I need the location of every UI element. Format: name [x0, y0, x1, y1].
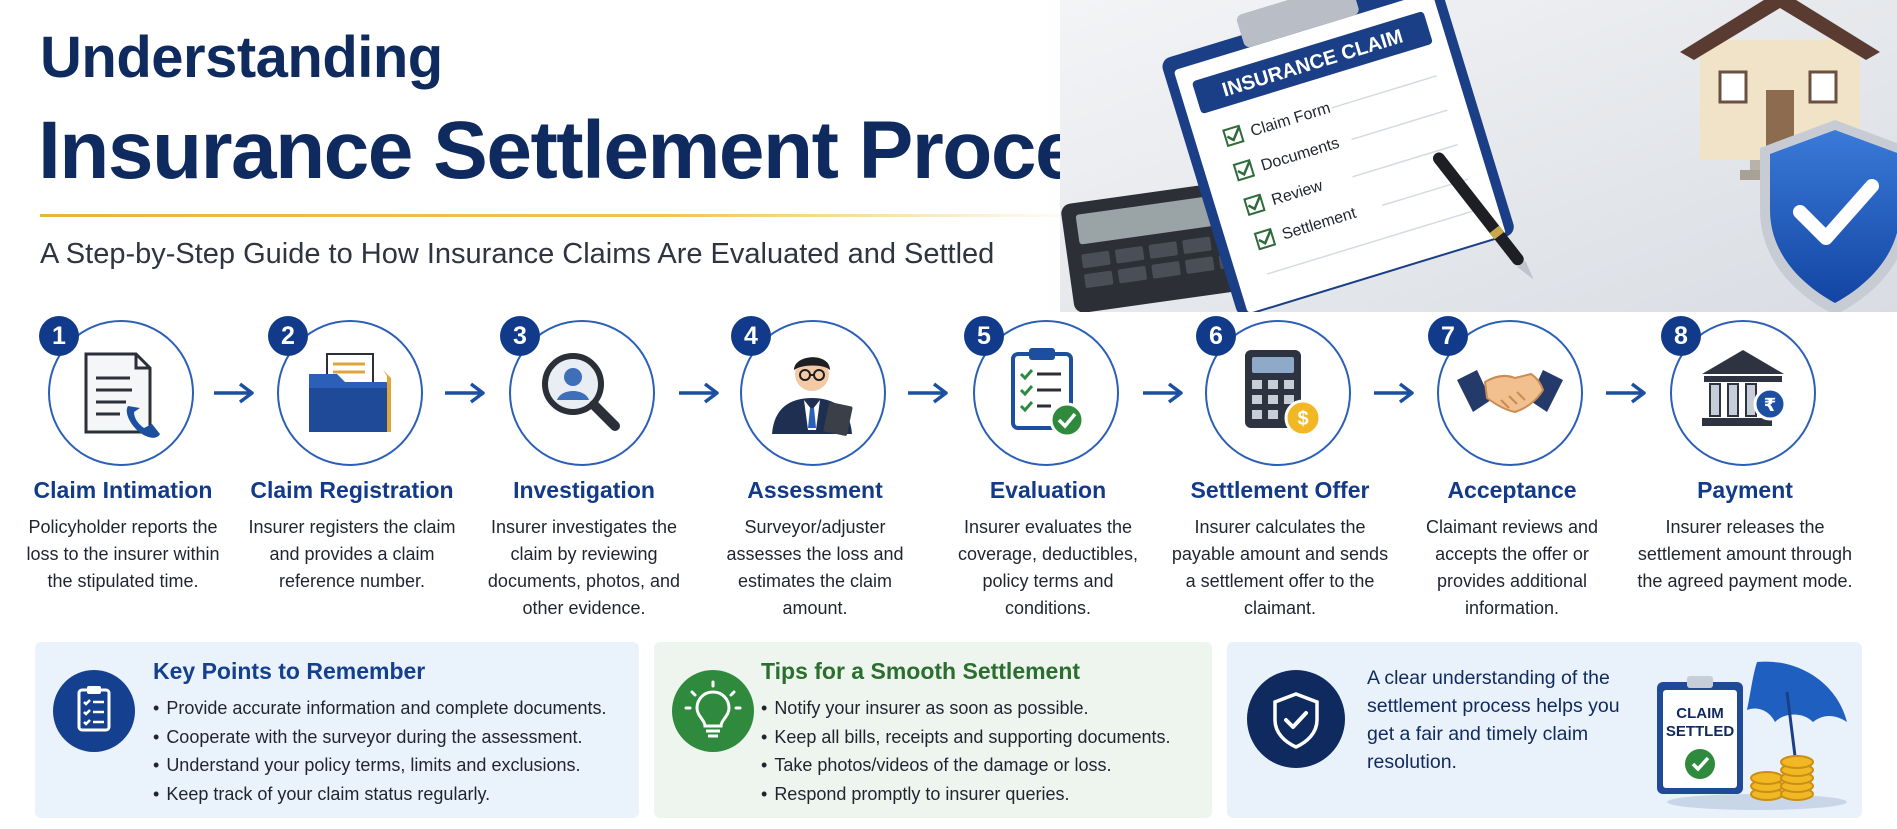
bank-rupee-icon: ₹	[1702, 350, 1787, 426]
step-label: Claim Registration	[250, 477, 454, 503]
list-item: Understand your policy terms, limits and…	[153, 751, 607, 780]
step-number: 6	[1196, 316, 1236, 356]
step-number: 5	[964, 316, 1004, 356]
stamp-line2: SETTLED	[1666, 723, 1735, 740]
step-label: Acceptance	[1447, 477, 1577, 503]
key-points-title: Key Points to Remember	[153, 658, 426, 684]
step-number: 7	[1428, 316, 1468, 356]
page-title-line1: Understanding	[40, 25, 443, 90]
lightbulb-icon	[672, 670, 754, 752]
closing-note-text: A clear understanding of the settlement …	[1367, 667, 1620, 773]
key-points-panel: Key Points to Remember Provide accurate …	[35, 642, 639, 818]
step-description: Surveyor/adjuster assesses the loss and …	[726, 517, 904, 618]
pen-icon	[1432, 152, 1534, 280]
step-assessment: 4 Assessment Surveyor/adjuster assesses …	[699, 312, 931, 632]
step-description: Policyholder reports the loss to the ins…	[26, 517, 220, 591]
step-description: Insurer calculates the payable amount an…	[1171, 517, 1389, 618]
document-phone-icon	[84, 352, 160, 438]
closing-note-panel: A clear understanding of the settlement …	[1227, 642, 1862, 818]
handshake-icon	[1457, 370, 1563, 414]
folder-icon	[309, 353, 391, 432]
step-label: Evaluation	[989, 477, 1107, 503]
step-label: Claim Intimation	[33, 477, 213, 503]
step-acceptance: 7 Acceptance Claimant reviews and accept…	[1396, 312, 1628, 632]
tips-title: Tips for a Smooth Settlement	[761, 658, 1081, 684]
magnifier-person-icon	[542, 353, 620, 431]
step-number: 1	[39, 316, 79, 356]
list-item: Notify your insurer as soon as possible.	[761, 694, 1171, 723]
clipboard-icon: INSURANCE CLAIM Claim Form Documents Rev…	[1162, 0, 1514, 312]
step-description: Insurer evaluates the coverage, deductib…	[957, 517, 1139, 618]
step-icon-circle	[740, 320, 886, 466]
arrow-right-icon	[1606, 382, 1646, 404]
svg-text:₹: ₹	[1764, 395, 1777, 416]
stamp-line1: CLAIM	[1676, 705, 1724, 722]
shield-check-icon	[1247, 670, 1345, 768]
svg-text:$: $	[1297, 408, 1308, 430]
list-item: Respond promptly to insurer queries.	[761, 780, 1171, 809]
process-steps: 1 Claim Intimation Policyholder reports …	[0, 312, 1897, 632]
list-item: Take photos/videos of the damage or loss…	[761, 751, 1171, 780]
list-item: Provide accurate information and complet…	[153, 694, 606, 723]
step-label: Investigation	[513, 477, 655, 503]
step-number: 3	[500, 316, 540, 356]
tips-list: Notify your insurer as soon as possible.…	[761, 694, 1171, 809]
step-number: 4	[731, 316, 771, 356]
step-evaluation: 5 Evaluation Insurer evaluates the cover…	[932, 312, 1164, 632]
key-points-list: Provide accurate information and complet…	[153, 694, 607, 809]
calculator-coin-icon: $	[1245, 350, 1322, 437]
step-description: Insurer registers the claim and provides…	[248, 517, 456, 591]
step-label: Assessment	[747, 477, 883, 503]
step-description: Insurer releases the settlement amount t…	[1637, 517, 1853, 591]
surveyor-icon	[772, 357, 853, 436]
shield-check-icon	[1760, 120, 1897, 312]
hero-illustration: INSURANCE CLAIM Claim Form Documents Rev…	[1060, 0, 1897, 312]
page-subtitle: A Step-by-Step Guide to How Insurance Cl…	[40, 238, 995, 270]
title-divider	[40, 214, 1085, 217]
arrow-right-icon	[679, 382, 719, 404]
step-settlement-offer: $ 6 Settlement Offer Insurer calculates …	[1164, 312, 1396, 632]
arrow-right-icon	[1143, 382, 1183, 404]
step-icon-circle	[973, 320, 1119, 466]
step-payment: ₹ 8 Payment Insurer releases the settlem…	[1629, 312, 1861, 632]
arrow-right-icon	[908, 382, 948, 404]
list-item: Keep all bills, receipts and supporting …	[761, 723, 1170, 752]
list-item: Keep track of your claim status regularl…	[153, 780, 607, 809]
step-claim-intimation: 1 Claim Intimation Policyholder reports …	[7, 312, 239, 632]
list-item: Cooperate with the surveyor during the a…	[153, 723, 607, 752]
checklist-clipboard-icon	[1011, 348, 1085, 438]
hero-banner: Understanding Insurance Settlement Proce…	[0, 0, 1897, 312]
step-label: Payment	[1697, 477, 1793, 503]
arrow-right-icon	[1374, 382, 1414, 404]
step-description: Claimant reviews and accepts the offer o…	[1425, 517, 1599, 618]
arrow-right-icon	[214, 382, 254, 404]
step-investigation: 3 Investigation Insurer investigates the…	[468, 312, 700, 632]
step-description: Insurer investigates the claim by review…	[487, 517, 681, 618]
arrow-right-icon	[445, 382, 485, 404]
clipboard-list-icon	[53, 670, 135, 752]
step-number: 8	[1661, 316, 1701, 356]
step-claim-registration: 2 Claim Registration Insurer registers t…	[236, 312, 468, 632]
claim-settled-illustration: CLAIM SETTLED	[1657, 661, 1847, 810]
step-label: Settlement Offer	[1190, 477, 1370, 503]
tips-panel: Tips for a Smooth Settlement Notify your…	[654, 642, 1212, 818]
step-number: 2	[268, 316, 308, 356]
